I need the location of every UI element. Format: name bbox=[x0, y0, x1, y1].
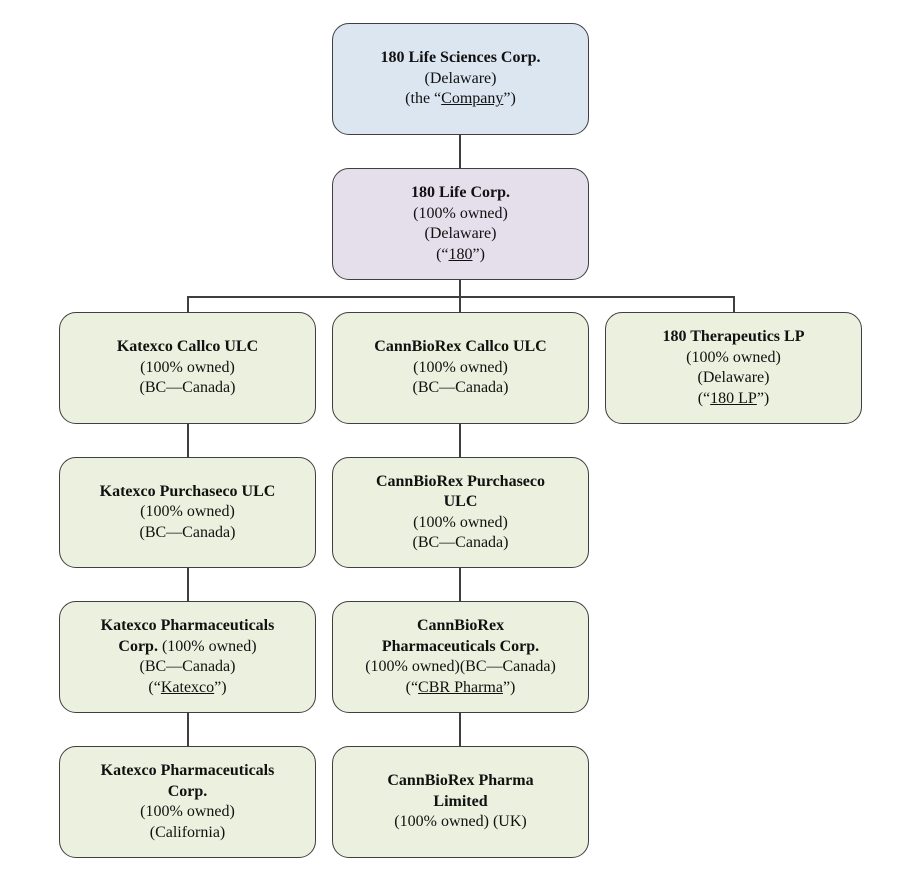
node-ownership: (100% owned) bbox=[140, 803, 235, 820]
node-jurisdiction: (California) bbox=[149, 823, 226, 841]
node-cannbiorex-purchaseco-ulc: CannBioRex Purchaseco ULC (100% owned) (… bbox=[332, 457, 589, 568]
node-jurisdiction: (Delaware) bbox=[697, 369, 770, 386]
node-cannbiorex-pharma-limited: CannBioRex Pharma Limited (100% owned) (… bbox=[332, 746, 589, 858]
node-katexco-pharmaceuticals-bc: Katexco Pharmaceuticals Corp. (100% owne… bbox=[59, 601, 316, 713]
node-name-line2: Limited bbox=[433, 792, 488, 810]
node-name: 180 Therapeutics LP bbox=[662, 328, 805, 345]
connector-to-katexco-callco bbox=[187, 296, 189, 313]
connector-to-therapeutics bbox=[733, 296, 735, 313]
connector-180-down bbox=[459, 280, 461, 297]
node-ownership: (100% owned) bbox=[140, 503, 235, 521]
connector-to-cbr-callco bbox=[459, 296, 461, 313]
node-katexco-callco-ulc: Katexco Callco ULC (100% owned) (BC—Cana… bbox=[59, 312, 316, 424]
node-ownership-jurisdiction: (100% owned) (UK) bbox=[394, 813, 527, 831]
node-180-life-corp: 180 Life Corp. (100% owned) (Delaware) (… bbox=[332, 168, 589, 280]
connector-cbr-callco-purchaseco bbox=[459, 424, 461, 457]
node-name-line2: Pharmaceuticals Corp. bbox=[381, 637, 540, 655]
node-jurisdiction: (BC—Canada) bbox=[139, 379, 236, 397]
node-180-therapeutics-lp: 180 Therapeutics LP (100% owned) (Delawa… bbox=[605, 312, 862, 424]
connector-katexco-pharma-ca bbox=[187, 713, 189, 746]
node-alias: (“180 LP”) bbox=[697, 389, 770, 407]
node-alias: (“Katexco”) bbox=[148, 678, 227, 696]
node-180-life-sciences-corp: 180 Life Sciences Corp. (Delaware) (the … bbox=[332, 23, 589, 135]
node-name: 180 Life Corp. bbox=[410, 184, 511, 201]
node-name-line1: CannBioRex Pharma bbox=[387, 772, 534, 790]
node-jurisdiction: (BC—Canada) bbox=[139, 658, 236, 675]
node-name-line2: ULC bbox=[443, 493, 478, 510]
node-name: Katexco Purchaseco ULC bbox=[99, 482, 276, 500]
node-ownership-jurisdiction: (100% owned)(BC—Canada) bbox=[365, 658, 556, 675]
node-ownership: (100% owned) bbox=[413, 204, 508, 222]
node-name-ownership-line: Corp. (100% owned) bbox=[118, 637, 256, 658]
connector-parent-to-180 bbox=[459, 135, 461, 168]
node-katexco-pharmaceuticals-california: Katexco Pharmaceuticals Corp. (100% owne… bbox=[59, 746, 316, 858]
node-jurisdiction: (Delaware) bbox=[424, 69, 497, 87]
node-name-line1: CannBioRex bbox=[416, 617, 505, 634]
node-name: 180 Life Sciences Corp. bbox=[380, 49, 541, 67]
node-jurisdiction: (BC—Canada) bbox=[412, 379, 509, 397]
node-cannbiorex-pharmaceuticals-corp: CannBioRex Pharmaceuticals Corp. (100% o… bbox=[332, 601, 589, 713]
node-cannbiorex-callco-ulc: CannBioRex Callco ULC (100% owned) (BC—C… bbox=[332, 312, 589, 424]
node-name-line2: Corp. bbox=[167, 782, 208, 800]
connector-katexco-purchaseco-pharma bbox=[187, 568, 189, 601]
connector-katexco-callco-purchaseco bbox=[187, 424, 189, 457]
node-alias: (the “Company”) bbox=[405, 90, 516, 108]
node-jurisdiction: (BC—Canada) bbox=[139, 523, 236, 541]
connector-cbr-purchaseco-pharma bbox=[459, 568, 461, 601]
node-ownership: (100% owned) bbox=[140, 358, 235, 376]
node-ownership: (100% owned) bbox=[413, 513, 508, 531]
connector-cbr-pharma-ltd bbox=[459, 713, 461, 746]
node-ownership: (100% owned) bbox=[413, 358, 508, 376]
node-alias: (“CBR Pharma”) bbox=[405, 678, 516, 696]
node-name: Katexco Callco ULC bbox=[116, 338, 259, 356]
node-name-line1: Katexco Pharmaceuticals bbox=[100, 617, 275, 634]
node-alias: (“180”) bbox=[436, 245, 485, 263]
node-name-line1: Katexco Pharmaceuticals bbox=[100, 762, 275, 779]
node-name-line2: Corp. bbox=[118, 637, 158, 655]
node-ownership: (100% owned) bbox=[686, 348, 781, 366]
node-ownership: (100% owned) bbox=[157, 637, 257, 655]
node-jurisdiction: (Delaware) bbox=[424, 225, 497, 242]
connector-branch-bar bbox=[187, 296, 735, 298]
node-name: CannBioRex Callco ULC bbox=[374, 338, 547, 356]
node-jurisdiction: (BC—Canada) bbox=[412, 534, 509, 551]
node-katexco-purchaseco-ulc: Katexco Purchaseco ULC (100% owned) (BC—… bbox=[59, 457, 316, 568]
node-name-line1: CannBioRex Purchaseco bbox=[375, 472, 546, 490]
